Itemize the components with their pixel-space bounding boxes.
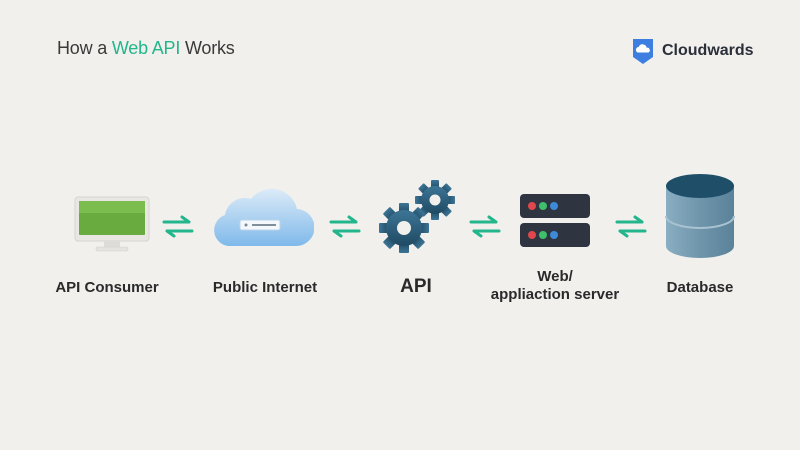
node-label-server-line2: appliaction server	[490, 286, 620, 303]
brand-logo: Cloudwards	[632, 37, 754, 65]
node-label-database: Database	[666, 279, 734, 296]
bidirectional-arrows-icon	[615, 215, 647, 238]
computer-monitor-icon	[74, 196, 150, 252]
page-title: How a Web API Works	[57, 38, 235, 59]
cloudwards-logo-icon	[633, 39, 653, 64]
title-prefix: How a	[57, 38, 112, 58]
node-label-server-line1: Web/	[537, 268, 573, 285]
node-label-api-consumer: API Consumer	[55, 279, 159, 296]
node-label-public-internet: Public Internet	[212, 279, 318, 296]
bidirectional-arrows-icon	[329, 215, 361, 238]
server-icon	[520, 194, 590, 247]
brand-name: Cloudwards	[662, 42, 754, 59]
bidirectional-arrows-icon	[162, 215, 194, 238]
title-accent: Web API	[111, 38, 181, 58]
node-label-server: Web/ appliaction server	[480, 268, 630, 304]
node-label-api: API	[400, 276, 432, 297]
title-suffix: Works	[180, 38, 235, 58]
bidirectional-arrows-icon	[469, 215, 501, 238]
cloud-icon	[214, 188, 314, 247]
gears-icon	[379, 180, 455, 253]
database-icon	[665, 174, 735, 258]
